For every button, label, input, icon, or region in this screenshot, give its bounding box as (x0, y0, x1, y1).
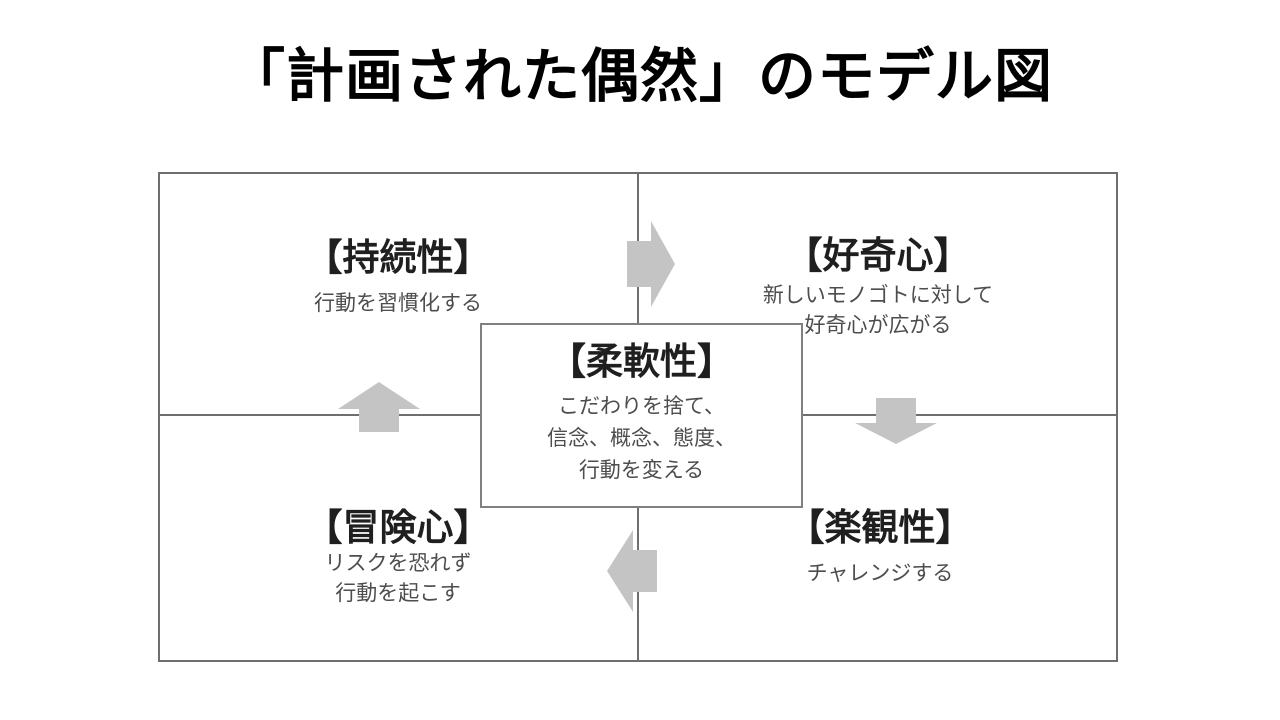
arrow-down-icon (855, 398, 937, 444)
center-box-description-line2: 信念、概念、態度、 (547, 427, 736, 450)
quadrant-risk-taking-heading: 【冒険心】 (305, 507, 491, 548)
page-title: 「計画された偶然」のモデル図 (226, 44, 1053, 109)
arrow-left-icon (607, 530, 657, 612)
quadrant-persistence-heading: 【持続性】 (305, 237, 491, 278)
quadrant-curiosity: 【好奇心】 新しいモノゴトに対して 好奇心が広がる (638, 235, 1118, 341)
quadrant-optimism-heading: 【楽観性】 (787, 507, 973, 548)
quadrant-risk-taking-description-line2: 行動を起こす (335, 582, 461, 605)
quadrant-persistence: 【持続性】 行動を習慣化する (158, 237, 638, 319)
quadrant-optimism: 【楽観性】 チャレンジする (640, 507, 1120, 589)
quadrant-risk-taking-description-line1: リスクを恐れず (324, 552, 472, 575)
quadrant-curiosity-description-line1: 新しいモノゴトに対して (762, 284, 994, 307)
center-box-description-line1: こだわりを捨て、 (558, 395, 725, 418)
center-box-heading: 【柔軟性】 (549, 341, 734, 382)
center-box-flexibility: 【柔軟性】 こだわりを捨て、 信念、概念、態度、 行動を変える (480, 323, 803, 508)
arrow-right-icon (627, 221, 675, 307)
arrow-up-icon (338, 382, 420, 432)
center-box-description-line3: 行動を変える (578, 459, 705, 482)
quadrant-risk-taking: 【冒険心】 リスクを恐れず 行動を起こす (158, 507, 638, 609)
quadrant-curiosity-description-line2: 好奇心が広がる (804, 314, 952, 337)
quadrant-curiosity-heading: 【好奇心】 (785, 235, 971, 276)
quadrant-persistence-description: 行動を習慣化する (314, 292, 482, 315)
quadrant-optimism-description: チャレンジする (806, 562, 954, 585)
